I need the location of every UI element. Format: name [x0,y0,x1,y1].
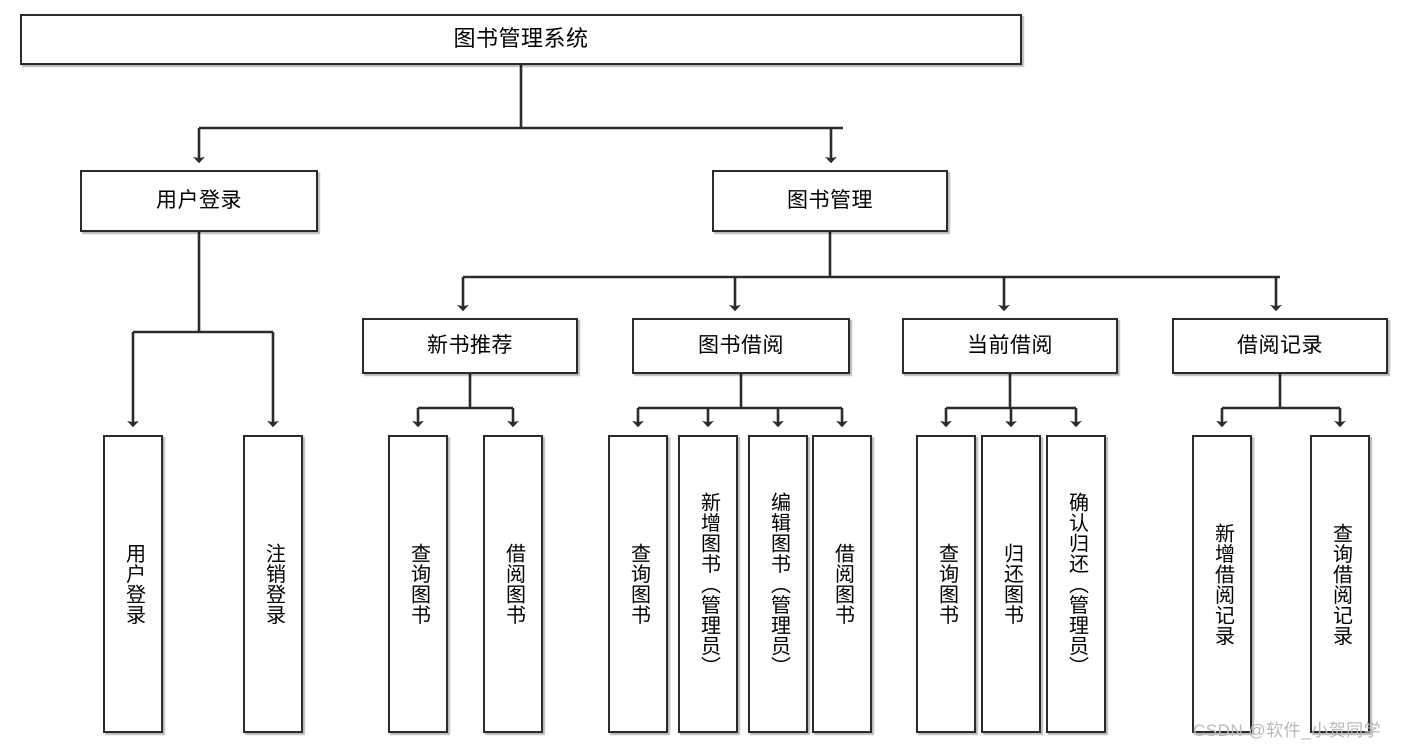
leaf-add-borrow-record[interactable]: 新增借阅记录 [1192,435,1252,733]
node-current-borrow[interactable]: 当前借阅 [902,318,1118,374]
leaf-query-borrow-record[interactable]: 查询借阅记录 [1310,435,1370,733]
leaf-label: 查询借阅记录 [1329,522,1352,646]
node-book-manage[interactable]: 图书管理 [712,170,948,232]
node-user-login[interactable]: 用户登录 [80,170,318,232]
node-root[interactable]: 图书管理系统 [20,14,1022,65]
leaf-label: 借阅图书 [502,543,525,625]
leaf-label: 编辑图书（管理员） [767,491,790,677]
leaf-label: 查询图书 [935,543,958,625]
node-book-borrow[interactable]: 图书借阅 [632,318,850,374]
leaf-user-logout[interactable]: 注销登录 [243,435,303,733]
leaf-borrow-book-1[interactable]: 借阅图书 [483,435,543,733]
leaf-borrow-book-2[interactable]: 借阅图书 [812,435,872,733]
node-new-book-recommend[interactable]: 新书推荐 [362,318,578,374]
leaf-user-login[interactable]: 用户登录 [103,435,163,733]
watermark-text: CSDN @软件_小贺同学 [1193,721,1382,740]
leaf-label: 新增图书（管理员） [697,491,720,677]
leaf-label: 查询图书 [407,543,430,625]
leaf-label: 确认归还（管理员） [1065,491,1088,677]
leaf-label: 查询图书 [627,543,650,625]
leaf-label: 归还图书 [1000,543,1023,625]
leaf-query-book-2[interactable]: 查询图书 [608,435,668,733]
leaf-add-book-admin[interactable]: 新增图书（管理员） [678,435,738,733]
leaf-return-book[interactable]: 归还图书 [981,435,1041,733]
leaf-query-book-1[interactable]: 查询图书 [388,435,448,733]
leaf-confirm-return-admin[interactable]: 确认归还（管理员） [1046,435,1106,733]
leaf-label: 注销登录 [262,543,285,625]
node-borrow-record[interactable]: 借阅记录 [1172,318,1388,374]
leaf-label: 用户登录 [122,543,145,625]
leaf-label: 借阅图书 [831,543,854,625]
leaf-label: 新增借阅记录 [1211,522,1234,646]
leaf-edit-book-admin[interactable]: 编辑图书（管理员） [748,435,808,733]
leaf-query-book-3[interactable]: 查询图书 [916,435,976,733]
